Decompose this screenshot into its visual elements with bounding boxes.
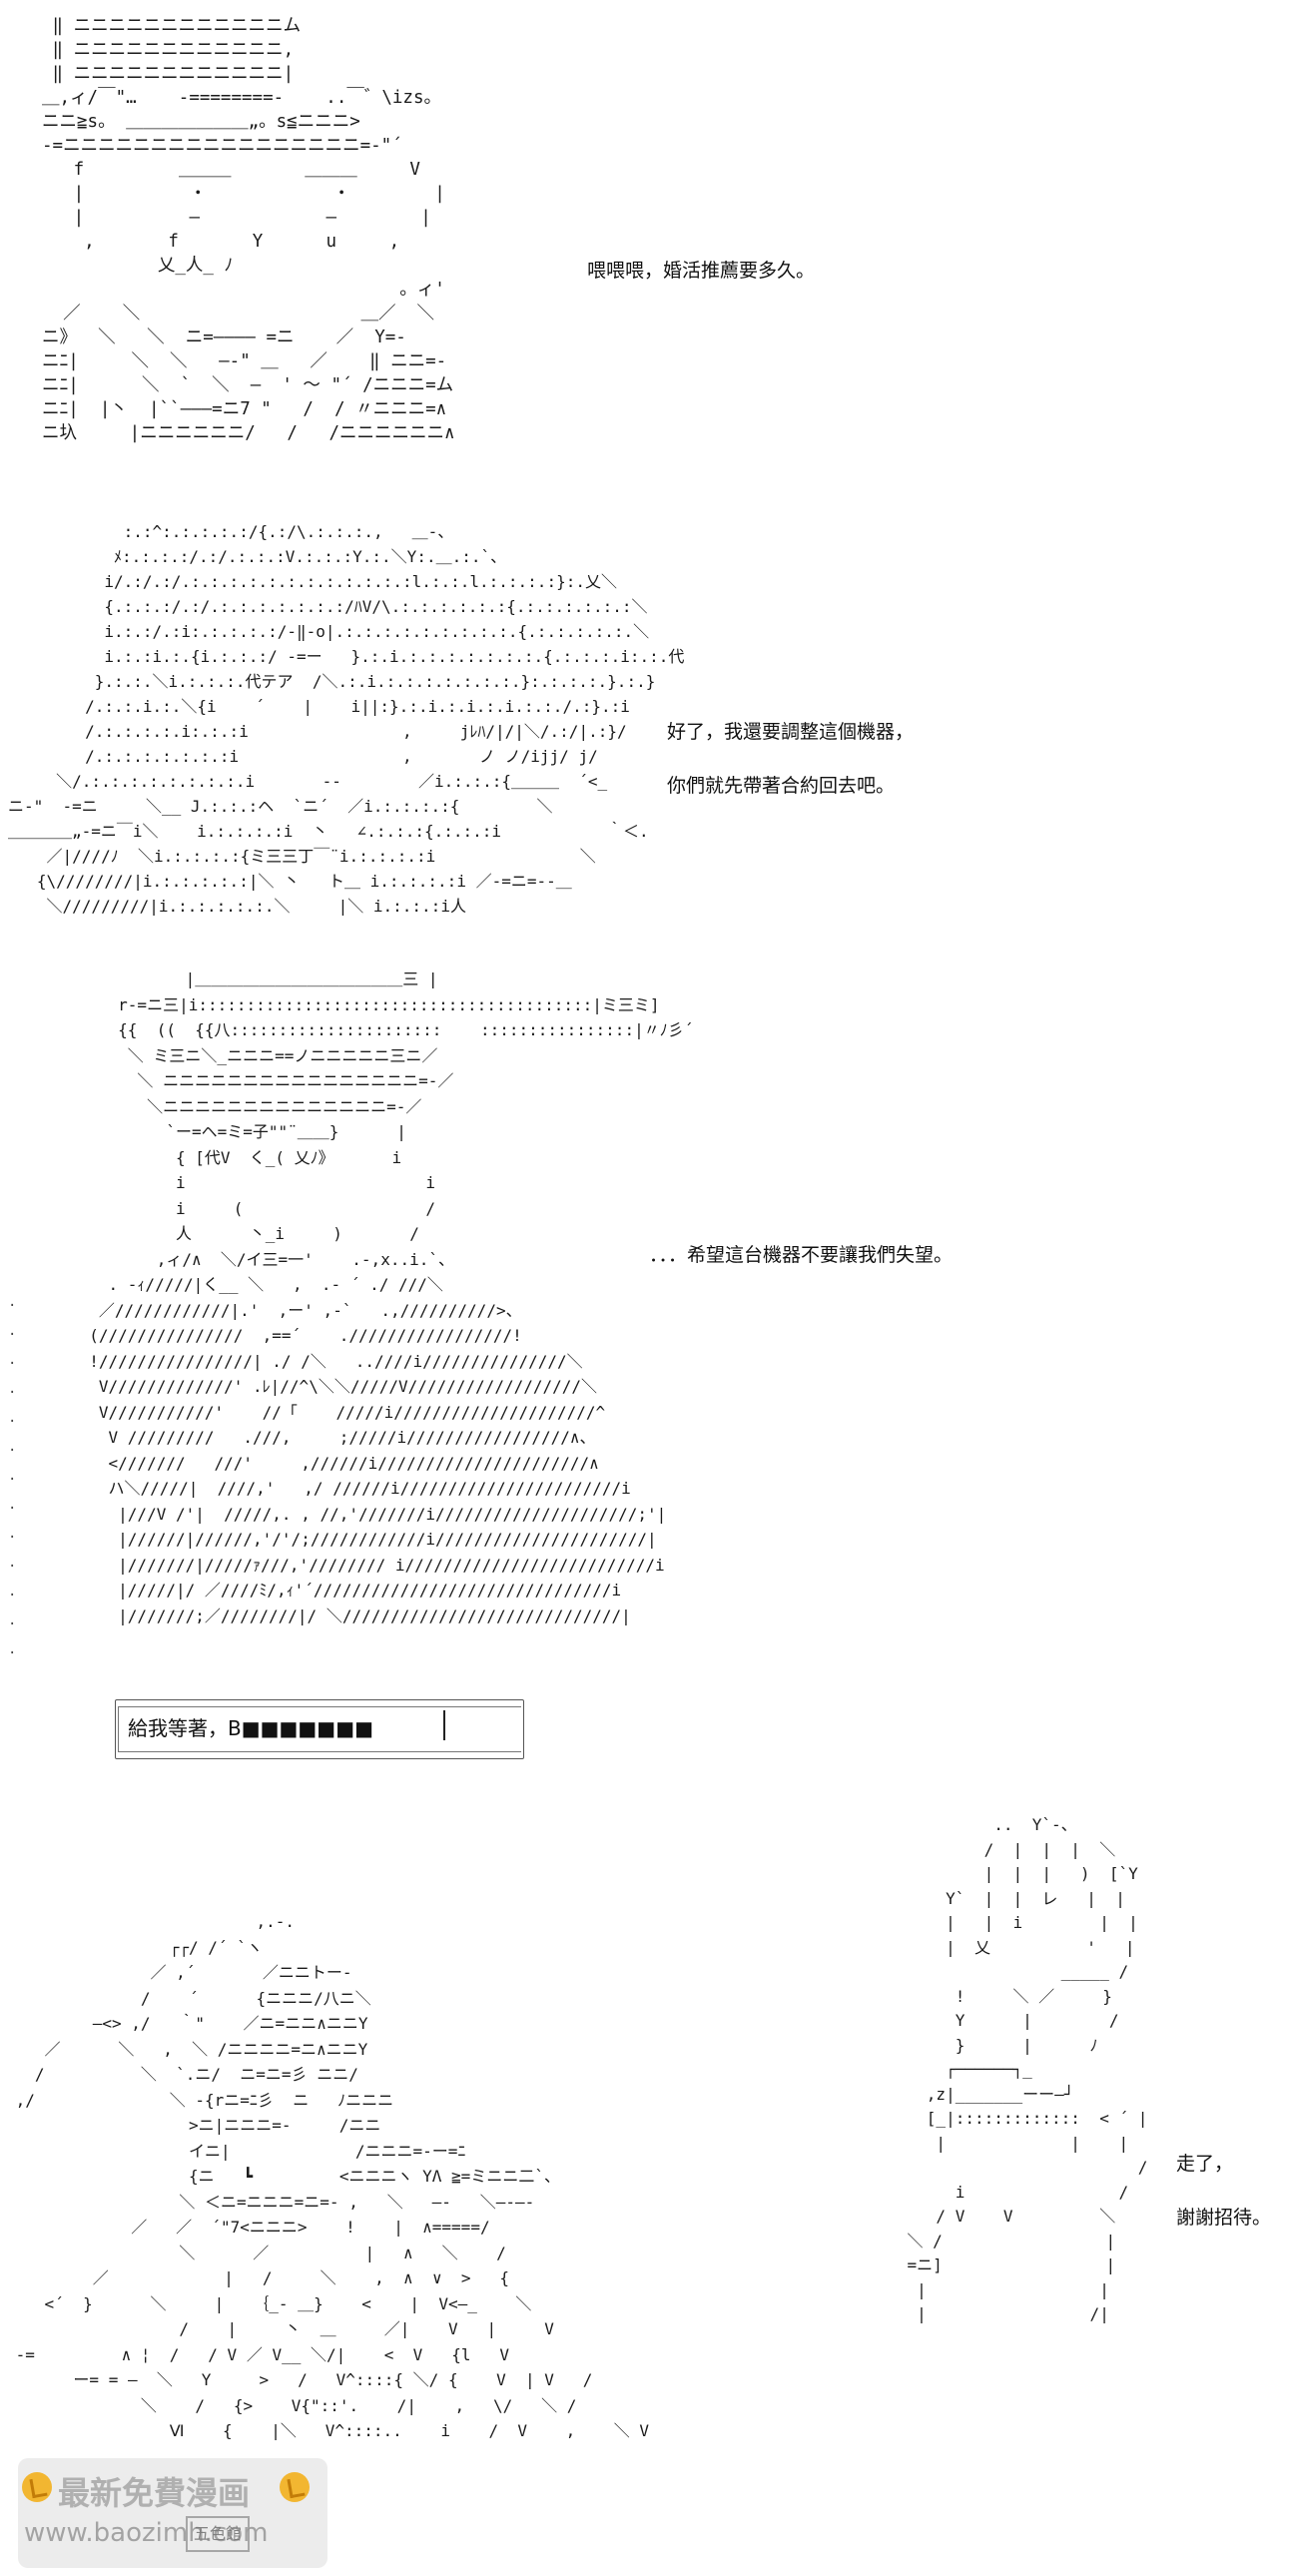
dialog-line: 好了，我還要調整這個機器， [667,721,915,743]
panel-1-dialog: 喂喂喂，婚活推薦要多久。 [587,256,815,286]
dialog-line: 謝謝招待。 [1176,2207,1272,2229]
watermark-stamp: 五色館 [186,2516,250,2552]
panel-4-ascii-art-right: .. Y`-、 / | | | ＼ | | | ) [`Y Y` | | レ |… [907,1815,1148,2323]
dialog-line: 你們就先帶著合約回去吧。 [667,775,896,797]
panel-4-ascii-art-left: ,.-. ┌┌/ /´ `ヽ ／ ,´ ／ニニトー- / ´ {ニニニ/八ニ＼ … [15,1912,649,2440]
panel-3-ascii-art: |＿＿＿＿＿＿＿＿＿＿＿＿＿三 | r-=ニ三|i:::::::::::::::… [89,969,694,1625]
watermark: 最新免費漫画 www.baozimh.com 五色館 [18,2458,327,2568]
pointing-hand-icon [22,2472,52,2502]
panel-2-dialog: 好了，我還要調整這個機器， 你們就先帶著合約回去吧。 [667,705,914,813]
textbox-inner-frame [118,1706,521,1752]
dialog-line: ．．．希望這台機器不要讓我們失望。 [649,1244,954,1266]
watermark-url: www.baozimh.com [24,2518,269,2548]
pointing-hand-icon [280,2472,310,2502]
watermark-title: 最新免費漫画 [58,2474,251,2512]
textbox-cursor [443,1710,445,1740]
textbox-text: 給我等著，B■■■■■■■ [128,1716,373,1740]
dialog-line: 走了， [1176,2153,1234,2175]
panel-2-ascii-art: :.:^:.:.:.:.:/{.:/\.:.:.:., ＿-、 ﾒ:.:.:.:… [8,522,685,916]
speech-textbox: 給我等著，B■■■■■■■ [115,1699,524,1759]
panel-1-ascii-art: ‖ ニニニニニニニニニニニニム ‖ ニニニニニニニニニニニニ, ‖ ニニニニニニ… [42,16,455,443]
panel-3-margin-dots: · · · · · · · · · · · · · [8,1298,17,1661]
dialog-line: 喂喂喂，婚活推薦要多久。 [587,260,816,282]
panel-3-dialog: ．．．希望這台機器不要讓我們失望。 [649,1240,953,1270]
panel-4-dialog: 走了， 謝謝招待。 [1176,2137,1271,2245]
